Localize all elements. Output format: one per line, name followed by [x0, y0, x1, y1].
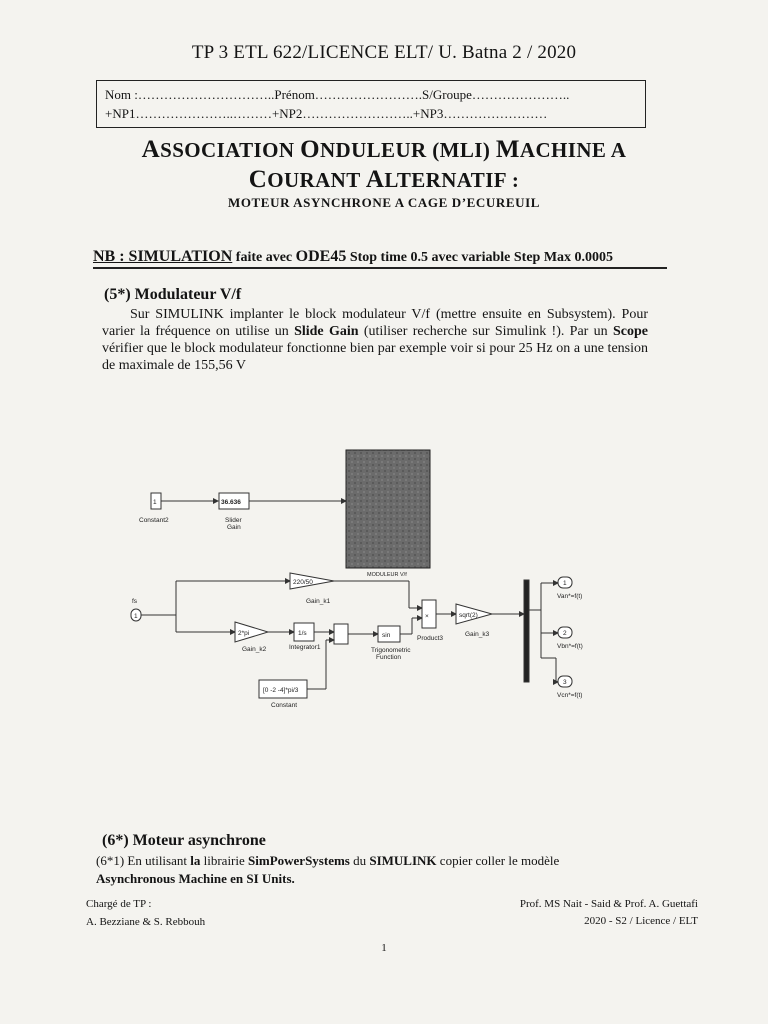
title-text: NDULEUR (MLI)	[319, 138, 496, 162]
main-title-line-1: ASSOCIATION ONDULEUR (MLI) MACHINE A	[0, 136, 768, 164]
asm-term: Asynchronous Machine en SI Units.	[96, 871, 295, 886]
footer-right: Prof. MS Nait - Said & Prof. A. Guettafi…	[498, 896, 698, 930]
title-cap: C	[248, 166, 268, 193]
page-header-title: TP 3 ETL 622/LICENCE ELT/ U. Batna 2 / 2…	[191, 42, 577, 63]
gain-k1-block	[289, 572, 335, 590]
title-text: SSOCIATION	[160, 138, 301, 162]
title-text: ACHINE A	[519, 138, 627, 162]
sum-block	[333, 623, 349, 645]
scope-term: Scope	[612, 324, 648, 339]
nb-label: NB : SIMULATION	[93, 248, 233, 265]
title-cap: A	[141, 136, 161, 163]
slider-label: Gain	[227, 524, 241, 531]
outport-3	[557, 675, 573, 688]
outport-1	[557, 576, 573, 589]
section-6-heading: (6*) Moteur asynchrone	[102, 832, 266, 849]
para-text: Sur SIMULINK implanter le block modulate…	[102, 307, 648, 339]
inport-value: 1	[134, 613, 138, 620]
nb-note: NB : SIMULATION faite avec ODE45 Stop ti…	[93, 248, 667, 269]
title-cap: A	[365, 166, 385, 193]
footer-semester: 2020 - S2 / Licence / ELT	[584, 915, 698, 927]
gain-k1-label: Gain_k1	[306, 598, 331, 605]
para-text: librairie	[200, 853, 249, 868]
gain-k2-block	[234, 621, 270, 643]
out3-label: Vcn*=f(t)	[557, 692, 582, 699]
simulink-diagram: 1 Constant2 36.636 Slider Gain MODULEUR …	[130, 449, 583, 709]
subtitle: MOTEUR ASYNCHRONE A CAGE D’ECUREUIL	[227, 195, 541, 210]
out3-value: 3	[563, 679, 567, 686]
title-cap: O	[300, 136, 320, 163]
gain-k2-value: 2*pi	[238, 630, 249, 637]
student-info-box: Nom :…………………………..Prénom…………………….S/Groupe…	[96, 80, 646, 128]
sin-label: Trigonometric	[371, 647, 411, 654]
info-line-partners: +NP1…………………..………+NP2……………………..+NP3…………………	[105, 106, 548, 121]
title-text: LTERNATIF :	[384, 168, 520, 192]
gain-k3-block	[455, 603, 494, 625]
slider-label: Slider	[225, 517, 242, 524]
out1-label: Van*=f(t)	[557, 593, 582, 600]
integrator-label: Integrator1	[289, 644, 321, 651]
inport-fs	[130, 608, 142, 622]
gain-k1-value: 220/50	[293, 579, 313, 586]
outport-2	[557, 626, 573, 639]
slide-gain-term: Slide Gain	[294, 324, 359, 339]
footer-profs: Prof. MS Nait - Said & Prof. A. Guettafi	[519, 898, 698, 910]
demux-block	[523, 579, 530, 683]
out2-value: 2	[563, 630, 567, 637]
gain-k2-label: Gain_k2	[242, 646, 267, 653]
constant2-label: Constant2	[139, 517, 169, 524]
sin-value: sin	[382, 632, 391, 639]
para-text: du	[349, 853, 370, 868]
inport-label: fs	[132, 598, 138, 605]
sin-label: Function	[376, 654, 401, 661]
main-title-line-2: COURANT ALTERNATIF :	[0, 166, 768, 194]
footer-left: Chargé de TP : A. Bezziane & S. Rebbouh	[86, 895, 205, 931]
footer-tp-label: Chargé de TP :	[86, 898, 152, 910]
section-5-heading: (5*) Modulateur V/f	[104, 286, 242, 303]
out1-value: 1	[563, 580, 567, 587]
gain-k3-label: Gain_k3	[465, 631, 490, 638]
page-number: 1	[381, 942, 387, 954]
nb-text: faite avec	[232, 250, 296, 265]
subsystem-block	[345, 449, 431, 569]
para-text: vérifier que le block modulateur fonctio…	[102, 341, 648, 373]
title-text: OURANT	[267, 168, 366, 192]
para-text: (6*1) En utilisant	[96, 853, 191, 868]
product-value: ×	[425, 613, 429, 620]
constant2-value: 1	[153, 499, 157, 506]
simulink-term: SIMULINK	[369, 853, 437, 868]
subsystem-label: MODULEUR V/f	[367, 572, 407, 578]
para-text: (utiliser recherche sur Simulink !). Par…	[358, 324, 613, 339]
out2-label: Vbn*=f(t)	[557, 643, 583, 650]
integrator-value: 1/s	[298, 630, 307, 637]
para-text: copier coller le modèle	[436, 853, 560, 868]
info-line-names: Nom :…………………………..Prénom…………………….S/Groupe…	[105, 87, 570, 102]
slider-value: 36.636	[221, 499, 241, 506]
section-5-paragraph: Sur SIMULINK implanter le block modulate…	[102, 306, 648, 374]
nb-text-end: Stop time 0.5 avec variable Step Max 0.0…	[346, 250, 614, 265]
gain-k3-value: sqrt(2)	[459, 612, 478, 619]
title-cap: M	[495, 136, 520, 163]
constant-label: Constant	[271, 702, 297, 709]
section-6-paragraph: (6*1) En utilisant la librairie SimPower…	[96, 852, 666, 888]
simpower-term: SimPowerSystems	[248, 853, 350, 868]
product-label: Product3	[417, 635, 443, 642]
footer-tp-names: A. Bezziane & S. Rebbouh	[86, 916, 206, 928]
la-term: la	[190, 853, 201, 868]
nb-solver: ODE45	[295, 248, 347, 265]
constant-value: [0 -2 -4]*pi/3	[263, 687, 299, 694]
